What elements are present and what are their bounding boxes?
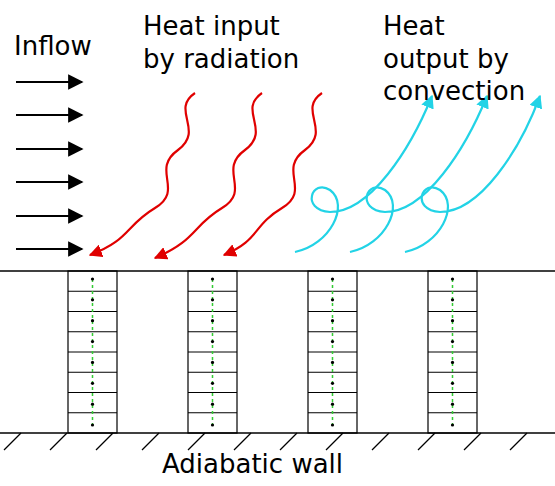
column-outline — [428, 271, 477, 433]
hatch-stroke — [372, 433, 389, 450]
node-dot — [91, 403, 94, 406]
node-dot — [211, 403, 214, 406]
cell-line — [188, 392, 237, 393]
column-outline — [188, 271, 237, 433]
column — [428, 271, 477, 433]
cell-line — [68, 331, 117, 332]
node-dot — [91, 277, 94, 280]
cell-line — [308, 331, 357, 332]
node-dot — [211, 298, 214, 301]
node-dot — [91, 382, 94, 385]
cell-line — [188, 331, 237, 332]
solid-columns — [68, 271, 477, 433]
node-dot — [331, 403, 334, 406]
node-dot — [331, 423, 334, 426]
wall-label: Adiabatic wall — [162, 448, 343, 481]
column — [188, 271, 237, 433]
node-dot — [451, 340, 454, 343]
node-dot — [451, 403, 454, 406]
radiation-arrows — [90, 93, 322, 258]
node-dot — [331, 361, 334, 364]
column-outline — [68, 271, 117, 433]
node-dot — [211, 277, 214, 280]
radiation-label: Heat input by radiation — [143, 10, 301, 75]
node-dot — [211, 319, 214, 322]
node-dot — [91, 361, 94, 364]
node-dot — [331, 277, 334, 280]
hatch-stroke — [142, 433, 159, 450]
node-dot — [331, 340, 334, 343]
wall-hatching — [4, 433, 527, 450]
node-dot — [211, 361, 214, 364]
hatch-stroke — [188, 433, 205, 450]
inflow-label: Inflow — [14, 30, 92, 63]
node-dot — [91, 340, 94, 343]
column — [68, 271, 117, 433]
node-dot — [211, 340, 214, 343]
node-dot — [451, 361, 454, 364]
hatch-stroke — [418, 433, 435, 450]
centre-line — [452, 279, 454, 425]
convection-label: Heat output by convection — [383, 10, 519, 108]
centre-line — [212, 279, 214, 425]
column-outline — [308, 271, 357, 433]
node-dot — [451, 277, 454, 280]
centre-line — [92, 279, 94, 425]
node-dot — [451, 319, 454, 322]
hatch-stroke — [510, 433, 527, 450]
node-dot — [451, 382, 454, 385]
hatch-stroke — [50, 433, 67, 450]
column — [308, 271, 357, 433]
node-dot — [451, 298, 454, 301]
hatch-stroke — [234, 433, 251, 450]
node-dot — [331, 298, 334, 301]
convection-arrows — [295, 96, 540, 252]
hatch-stroke — [96, 433, 113, 450]
cell-line — [428, 392, 477, 393]
node-dot — [331, 382, 334, 385]
hatch-stroke — [464, 433, 481, 450]
hatch-stroke — [4, 433, 21, 450]
node-dot — [91, 298, 94, 301]
node-dot — [211, 423, 214, 426]
hatch-stroke — [326, 433, 343, 450]
node-dot — [211, 382, 214, 385]
cell-line — [68, 392, 117, 393]
inflow-arrows — [16, 82, 82, 249]
node-dot — [91, 319, 94, 322]
hatch-stroke — [280, 433, 297, 450]
node-dot — [91, 423, 94, 426]
node-dot — [451, 423, 454, 426]
node-dot — [331, 319, 334, 322]
centre-line — [332, 279, 334, 425]
cell-line — [308, 392, 357, 393]
cell-line — [428, 331, 477, 332]
